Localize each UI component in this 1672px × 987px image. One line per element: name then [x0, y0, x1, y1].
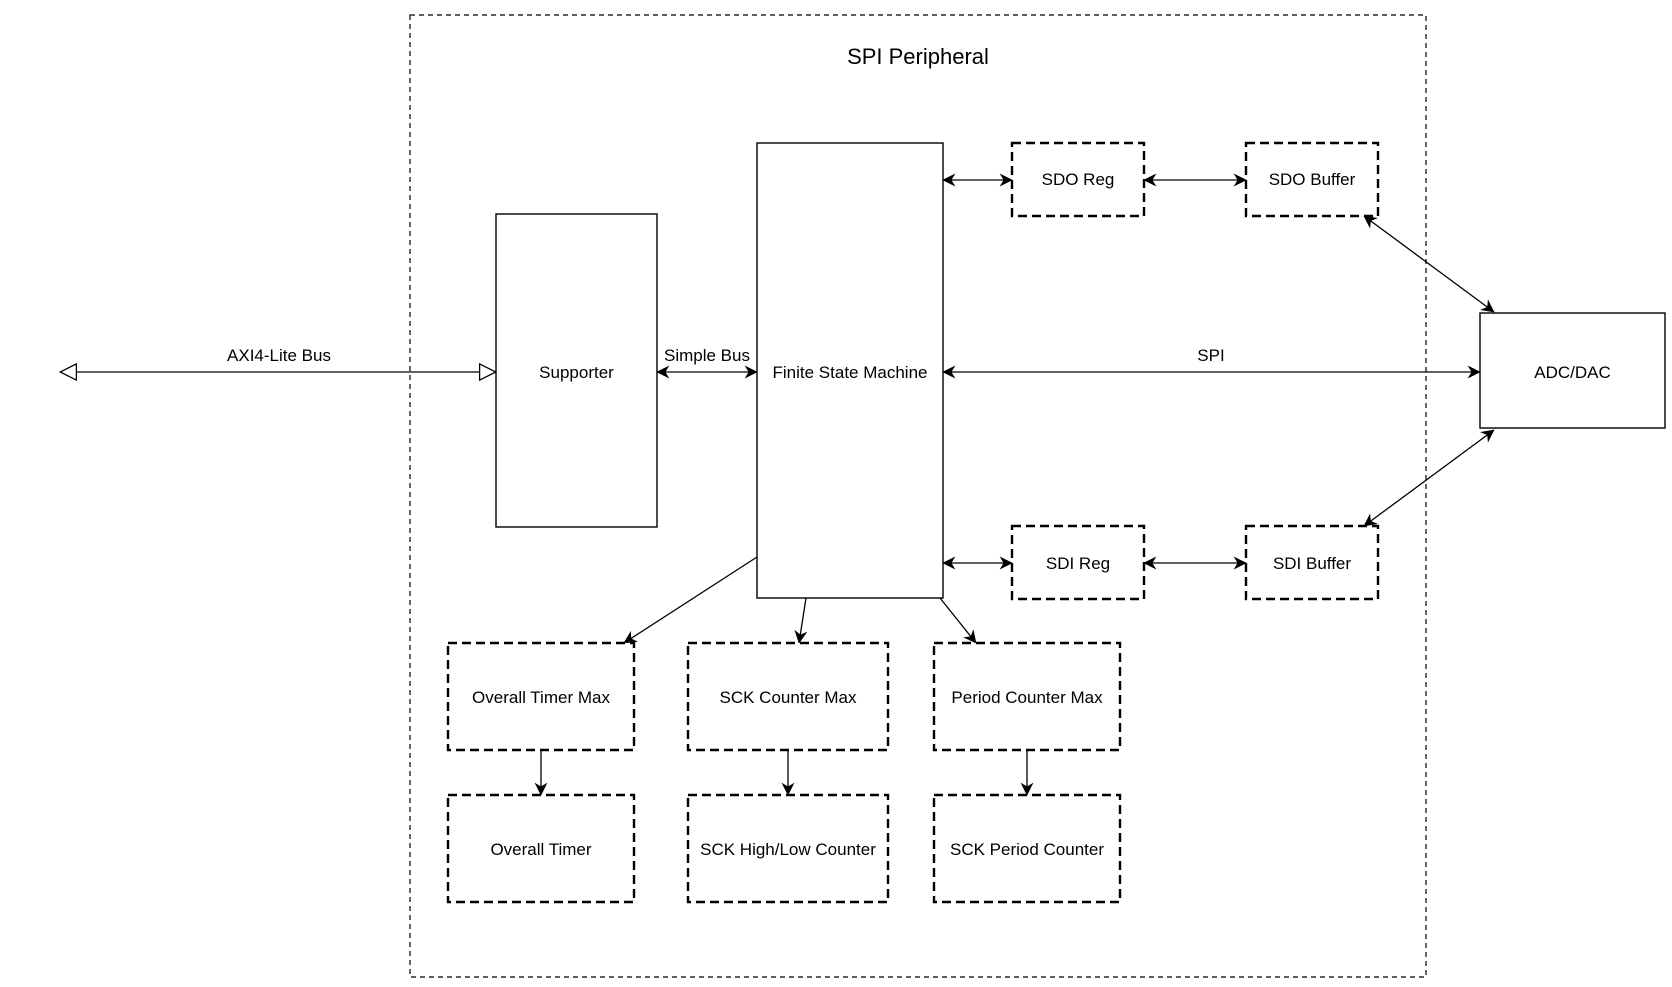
sdo-buffer-label: SDO Buffer: [1269, 170, 1356, 189]
supporter-box: [495, 213, 658, 528]
overall-timer-max-label: Overall Timer Max: [472, 688, 610, 707]
adc-dac-box: [1479, 312, 1666, 429]
supporter-label: Supporter: [539, 363, 614, 382]
block-sdo-buffer: SDO Buffer: [1244, 141, 1380, 218]
sck-counter-max-label: SCK Counter Max: [720, 688, 857, 707]
sck-counter-max-box: [686, 641, 890, 752]
block-sdo-reg: SDO Reg: [1010, 141, 1146, 218]
block-supporter: Supporter: [495, 213, 658, 528]
block-sck-counter-max: SCK Counter Max: [686, 641, 890, 752]
block-sck-high-low-counter: SCK High/Low Counter: [686, 793, 890, 904]
sck-period-counter-label: SCK Period Counter: [950, 840, 1104, 859]
sdi-reg-label: SDI Reg: [1046, 554, 1110, 573]
block-adc-dac: ADC/DAC: [1479, 312, 1666, 429]
sdo-buffer-box: [1244, 141, 1380, 218]
fsm-overall-timer-max-link: [623, 556, 758, 644]
sck-high-low-counter-box: [686, 793, 890, 904]
sck-high-low-counter-label: SCK High/Low Counter: [700, 840, 876, 859]
block-overall-timer-max: Overall Timer Max: [446, 641, 636, 752]
sdo-reg-box: [1010, 141, 1146, 218]
sdo-buffer-adc-link: [1363, 215, 1495, 313]
overall-timer-box: [446, 793, 636, 904]
block-sdi-reg: SDI Reg: [1010, 524, 1146, 601]
overall-timer-max-box: [446, 641, 636, 752]
sdo-reg-label: SDO Reg: [1042, 170, 1115, 189]
spi-label: SPI: [1197, 346, 1224, 365]
block-fsm: Finite State Machine: [756, 142, 944, 599]
container-title: SPI Peripheral: [847, 44, 989, 69]
sck-period-counter-box: [932, 793, 1122, 904]
period-counter-max-label: Period Counter Max: [951, 688, 1103, 707]
connectors: [60, 173, 1495, 796]
adc-dac-label: ADC/DAC: [1534, 363, 1611, 382]
fsm-label: Finite State Machine: [773, 363, 928, 382]
block-sdi-buffer: SDI Buffer: [1244, 524, 1380, 601]
sdi-buffer-adc-link: [1363, 429, 1495, 527]
block-sck-period-counter: SCK Period Counter: [932, 793, 1122, 904]
period-counter-max-box: [932, 641, 1122, 752]
axi-bus-label: AXI4-Lite Bus: [227, 346, 331, 365]
overall-timer-label: Overall Timer: [490, 840, 591, 859]
sdi-buffer-box: [1244, 524, 1380, 601]
sdi-buffer-label: SDI Buffer: [1273, 554, 1351, 573]
block-overall-timer: Overall Timer: [446, 793, 636, 904]
fsm-box: [756, 142, 944, 599]
fsm-sck-counter-max-link: [794, 597, 808, 644]
simple-bus-label: Simple Bus: [664, 346, 750, 365]
sdi-reg-box: [1010, 524, 1146, 601]
fsm-period-counter-max-link: [939, 597, 977, 644]
block-period-counter-max: Period Counter Max: [932, 641, 1122, 752]
